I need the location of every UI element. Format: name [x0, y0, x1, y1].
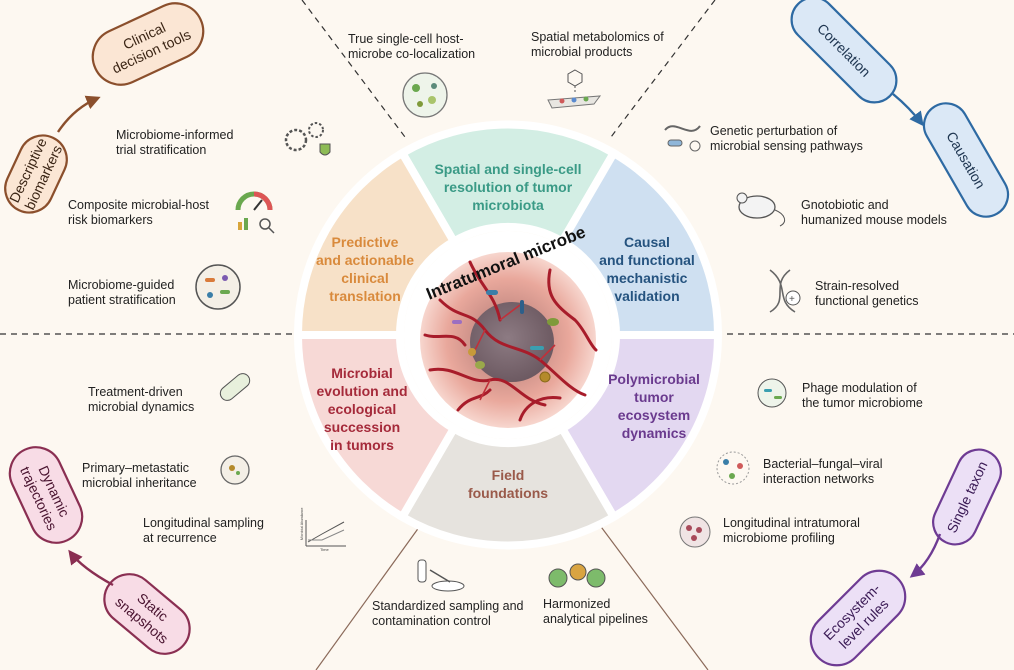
ring-segments	[293, 120, 723, 550]
segment-predictive-label: Predictive and actionable clinical trans…	[315, 234, 415, 304]
treatment-bacteria-icon	[219, 373, 251, 401]
label-standardized-sampling: Standardized sampling and contamination …	[372, 599, 524, 628]
label-phage-modulation: Phage modulation of the tumor microbiome	[802, 381, 923, 410]
tumor-illustration	[404, 231, 612, 439]
mouse-icon	[736, 192, 786, 227]
label-genetic-perturbation: Genetic perturbation of microbial sensin…	[710, 124, 863, 153]
genetic-perturbation-icon	[664, 125, 701, 152]
segment-evolution-label: Microbial evolution and ecological succe…	[316, 365, 408, 453]
segment-predictive	[293, 147, 460, 339]
pill-descriptive	[4, 134, 68, 214]
metabolomics-slide-icon	[547, 69, 602, 109]
profiling-cluster-icon	[679, 516, 711, 548]
mini-chart-ylabel: Microbial Abundance	[300, 507, 304, 540]
segment-causal	[556, 147, 723, 339]
pill-correlation	[790, 0, 898, 104]
dna-icon: +	[769, 269, 801, 313]
segment-poly-label: Polymicrobial tumor ecosystem dynamics	[608, 371, 700, 441]
pill-clinical	[91, 2, 205, 86]
segment-field	[396, 423, 620, 550]
segment-causal-label: Causal and functional mechanistic valida…	[599, 234, 695, 304]
petri-dish-icon	[402, 72, 448, 118]
mini-line-chart: Microbial Abundance Time	[300, 507, 346, 552]
svg-text:+: +	[789, 294, 795, 305]
label-risk-biomarkers: Composite microbial-host risk biomarkers	[68, 198, 210, 227]
segment-spatial-label: Spatial and single-cell resolution of tu…	[434, 161, 582, 213]
pill-single	[932, 448, 1002, 546]
label-treatment-driven: Treatment-driven microbial dynamics	[88, 385, 195, 414]
label-trial-stratification: Microbiome-informed trial stratification	[116, 128, 234, 157]
label-strain-resolved: Strain-resolved functional genetics	[815, 279, 919, 308]
phage-icon	[757, 378, 787, 408]
segment-field-label: Field foundations	[467, 467, 549, 501]
label-longitudinal-profiling: Longitudinal intratumoral microbiome pro…	[723, 516, 860, 545]
segment-spatial	[396, 120, 620, 247]
lab-sampling-icon	[417, 559, 465, 592]
pill-dynamic	[8, 446, 84, 544]
label-patient-stratification: Microbiome-guided patient stratification	[68, 278, 176, 307]
gears-shield-icon	[284, 122, 331, 156]
pill-causation	[922, 102, 1010, 218]
label-metabolomics: Spatial metabolomics of microbial produc…	[531, 30, 664, 59]
inheritance-dish-icon	[220, 455, 250, 485]
pipeline-gears-icon	[548, 563, 606, 588]
segment-poly	[556, 331, 723, 523]
gauge-chart-icon	[235, 191, 275, 234]
segment-evolution	[293, 331, 460, 523]
bacteria-dish-icon	[195, 264, 241, 310]
pill-arrows	[57, 93, 942, 587]
label-gnotobiotic: Gnotobiotic and humanized mouse models	[801, 198, 947, 227]
pill-ecosystem	[809, 569, 907, 667]
label-primary-metastatic: Primary–metastatic microbial inheritance	[82, 461, 197, 490]
mini-chart-xlabel: Time	[320, 547, 330, 552]
label-harmonized-pipelines: Harmonized analytical pipelines	[543, 597, 648, 626]
label-co-localization: True single-cell host- microbe co-locali…	[348, 32, 476, 61]
label-interaction-networks: Bacterial–fungal–viral interaction netwo…	[763, 457, 883, 486]
label-longitudinal-sampling: Longitudinal sampling at recurrence	[143, 516, 264, 545]
network-icon	[716, 451, 750, 485]
